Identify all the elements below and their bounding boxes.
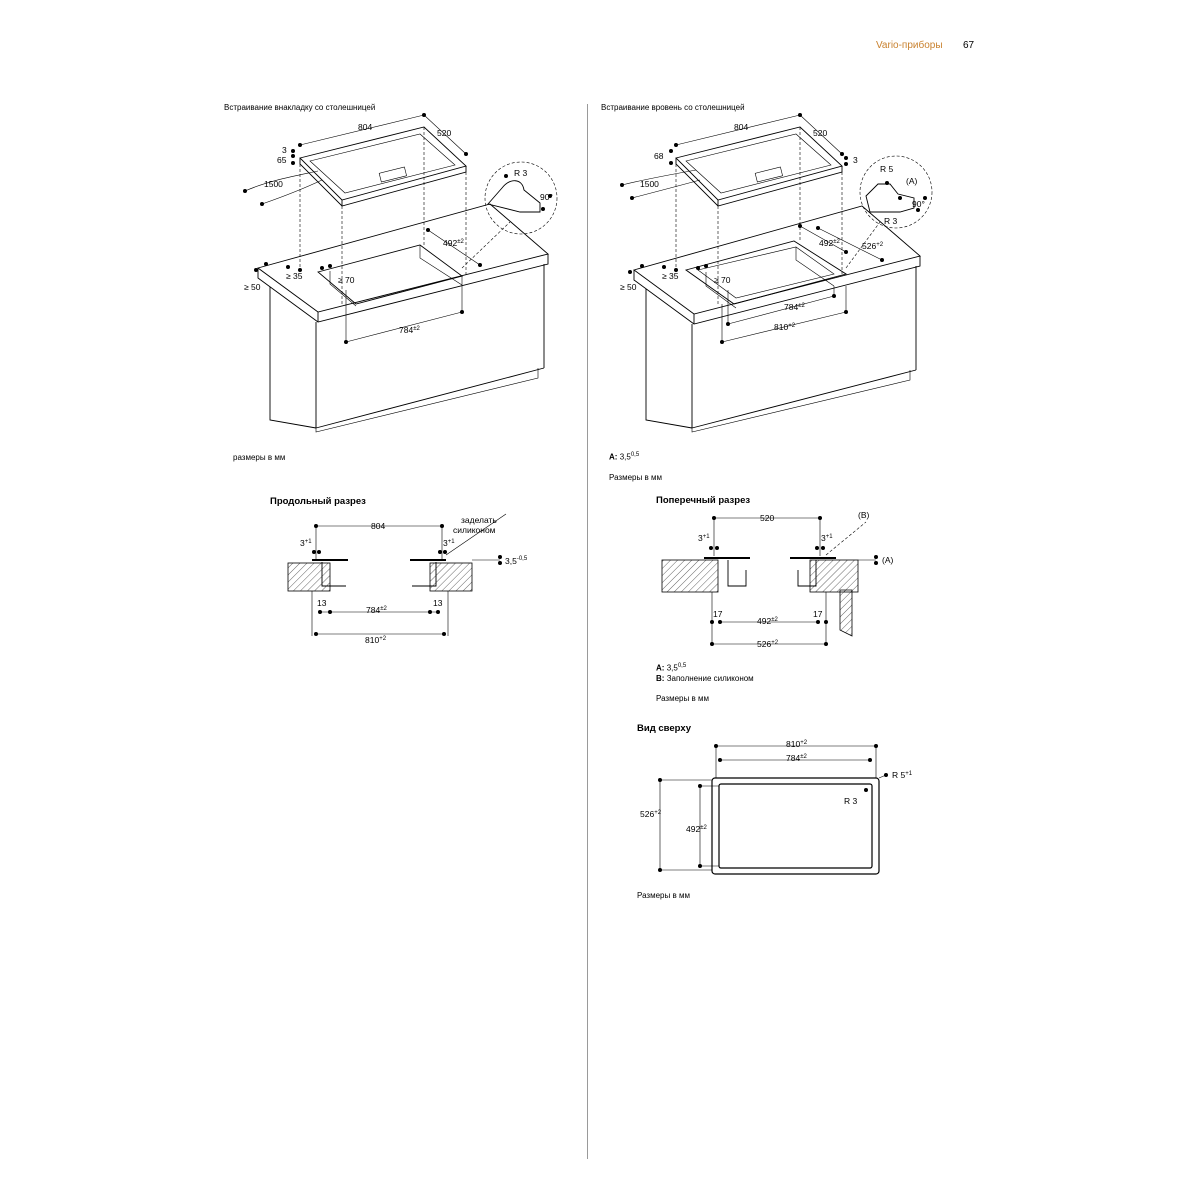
right-dim-edge-wall: ≥ 50 xyxy=(620,282,637,292)
left-units-note: размеры в мм xyxy=(233,453,286,462)
right-section-title: Поперечный разрез xyxy=(656,495,751,506)
section-side-right: 13 xyxy=(433,598,443,608)
cross-marker-a: (A) xyxy=(882,555,894,565)
cross-gap-right: 3+1 xyxy=(821,533,833,543)
left-dim-depth: 520 xyxy=(437,128,451,138)
section-offset: 3,5-0,5 xyxy=(505,556,528,566)
section-seal-line1: заделать xyxy=(461,515,497,525)
right-marker-a: (A) xyxy=(906,176,918,186)
header-section-title: Vario-приборы xyxy=(876,40,943,51)
left-dim-radius: R 3 xyxy=(514,168,528,178)
right-dim-gap: 3 xyxy=(853,155,858,165)
top-recess-width: 810+2 xyxy=(786,739,808,749)
cross-side-left: 17 xyxy=(713,609,723,619)
left-dim-cable: 1500 xyxy=(264,179,283,189)
page-number: 67 xyxy=(963,40,975,51)
cross-marker-b: (B) xyxy=(858,510,870,520)
top-cutout-height: 492±2 xyxy=(686,824,707,834)
right-units-note-2: Размеры в мм xyxy=(656,694,709,703)
left-dim-angle: 90° xyxy=(540,192,553,202)
left-dim-cutout-depth: 492±2 xyxy=(443,238,464,248)
right-dim-recess-width: 810+2 xyxy=(774,322,796,332)
left-dim-gap: 3 xyxy=(282,145,287,155)
section-gap-left: 3+1 xyxy=(300,538,312,548)
right-dim-radius-outer: R 5 xyxy=(880,164,894,174)
right-dim-edge-front: ≥ 35 xyxy=(662,271,679,281)
left-dim-edge-wall: ≥ 50 xyxy=(244,282,261,292)
top-inner-radius: R 3 xyxy=(844,796,858,806)
right-dim-cutout-depth: 492±2 xyxy=(819,238,840,248)
right-dim-edge-side: ≥ 70 xyxy=(714,275,731,285)
right-note-a: A: 3,50,5 xyxy=(609,452,640,462)
top-cutout-width: 784±2 xyxy=(786,753,807,763)
top-recess-height: 526+2 xyxy=(640,809,662,819)
section-recess: 810+2 xyxy=(365,635,387,645)
right-dim-cutout-width: 784±2 xyxy=(784,302,805,312)
right-dim-height: 68 xyxy=(654,151,664,161)
cross-gap-left: 3+1 xyxy=(698,533,710,543)
cross-side-right: 17 xyxy=(813,609,823,619)
left-dim-edge-side: ≥ 70 xyxy=(338,275,355,285)
section-side-left: 13 xyxy=(317,598,327,608)
left-caption: Встраивание внакладку со столешницей xyxy=(224,103,376,112)
left-dim-height: 65 xyxy=(277,155,287,165)
section-gap-right: 3+1 xyxy=(443,538,455,548)
section-seal-line2: силиконом xyxy=(453,525,496,535)
legend-b: B: Заполнение силиконом xyxy=(656,674,754,683)
cross-recess: 526+2 xyxy=(757,639,779,649)
top-view-title: Вид сверху xyxy=(637,723,692,734)
section-width: 804 xyxy=(371,521,385,531)
right-dim-width: 804 xyxy=(734,122,748,132)
right-caption: Встраивание вровень со столешницей xyxy=(601,103,745,112)
right-units-note-3: Размеры в мм xyxy=(637,891,690,900)
right-dim-cable: 1500 xyxy=(640,179,659,189)
right-units-note: Размеры в мм xyxy=(609,473,662,482)
left-dim-edge-front: ≥ 35 xyxy=(286,271,303,281)
cross-width: 520 xyxy=(760,513,774,523)
cross-cutout: 492±2 xyxy=(757,616,778,626)
left-section-title: Продольный разрез xyxy=(270,496,366,507)
left-dim-cutout-width: 784±2 xyxy=(399,325,420,335)
section-cutout: 784±2 xyxy=(366,605,387,615)
right-dim-radius-inner: R 3 xyxy=(884,216,898,226)
top-outer-radius: R 5+1 xyxy=(892,770,913,780)
column-divider xyxy=(587,104,588,1159)
right-dim-angle: 90° xyxy=(912,199,925,209)
right-dim-depth: 520 xyxy=(813,128,827,138)
left-dim-width: 804 xyxy=(358,122,372,132)
legend-a: A: 3,50,5 xyxy=(656,663,687,673)
right-dim-recess-depth: 526+2 xyxy=(862,241,884,251)
